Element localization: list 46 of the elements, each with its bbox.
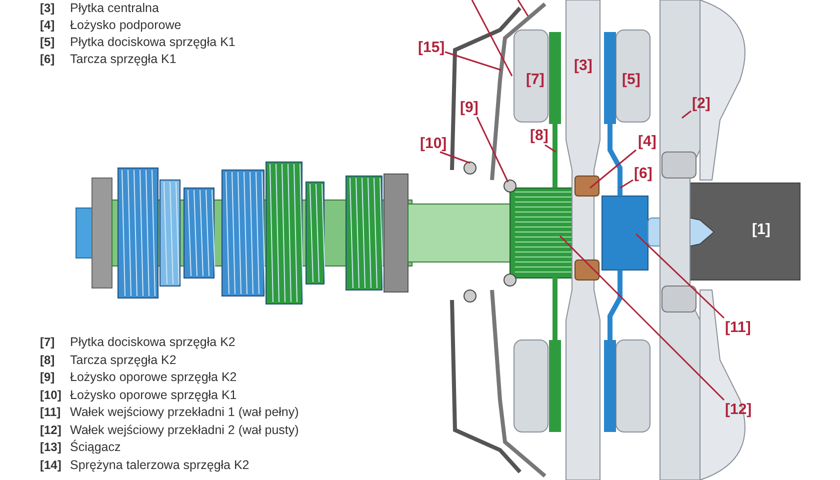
callout-number: [10] [420,136,447,151]
callout-number: [1] [752,222,770,237]
part-name: Tarcza sprzęgła K2 [70,354,176,366]
leader-line [590,149,636,189]
leader-line [544,144,556,153]
leader-line [476,116,509,182]
callout-number: [4] [638,134,656,149]
part-name: Płytka dociskowa sprzęgła K2 [70,336,236,348]
callout-number: [3] [574,58,592,73]
leader-line [559,235,725,401]
part-name: Płytka dociskowa sprzęgła K1 [70,36,236,48]
part-name: Tarcza sprzęgła K1 [70,53,176,66]
part-name: Wałek wejściowy przekładni 2 (wał pusty) [70,424,299,436]
callout-number: [11] [40,406,61,418]
leader-line [444,51,502,71]
part-name: Płytka centralna [70,2,159,14]
leader-line [682,110,692,119]
callout-number: [7] [526,72,544,87]
callout-number: [14] [40,458,62,470]
callout-number: [11] [725,320,751,335]
callout-number: [4] [40,19,55,31]
callout-number: [5] [40,36,55,48]
leader-line [620,179,634,189]
part-name: Ściągacz [70,441,121,454]
part-name: Wałek wejściowy przekładni 1 (wał pełny) [70,406,299,418]
part-name: Łożysko podporowe [70,19,182,32]
callout-number: [5] [622,72,640,87]
callout-number: [9] [460,100,478,115]
callout-number: [15] [418,40,445,55]
part-name: Łożysko oporowe sprzęgła K1 [70,388,237,401]
callout-number: [9] [40,371,55,383]
callout-number: [2] [692,96,710,111]
callout-number: [12] [725,402,752,417]
callout-number: [3] [40,2,55,14]
callout-number: [7] [40,336,55,348]
callout-number: [12] [40,424,62,436]
callout-number: [6] [634,166,652,181]
callout-number: [6] [40,53,55,65]
leader-line [440,151,470,164]
callout-number: [8] [530,128,548,143]
callout-number: [10] [40,388,62,400]
callout-number: [13] [40,441,62,453]
part-name: Łożysko oporowe sprzęgła K2 [70,371,237,384]
leader-line [635,233,725,319]
part-name: Sprężyna talerzowa sprzęgła K2 [70,458,250,471]
callout-number: [8] [40,354,55,366]
